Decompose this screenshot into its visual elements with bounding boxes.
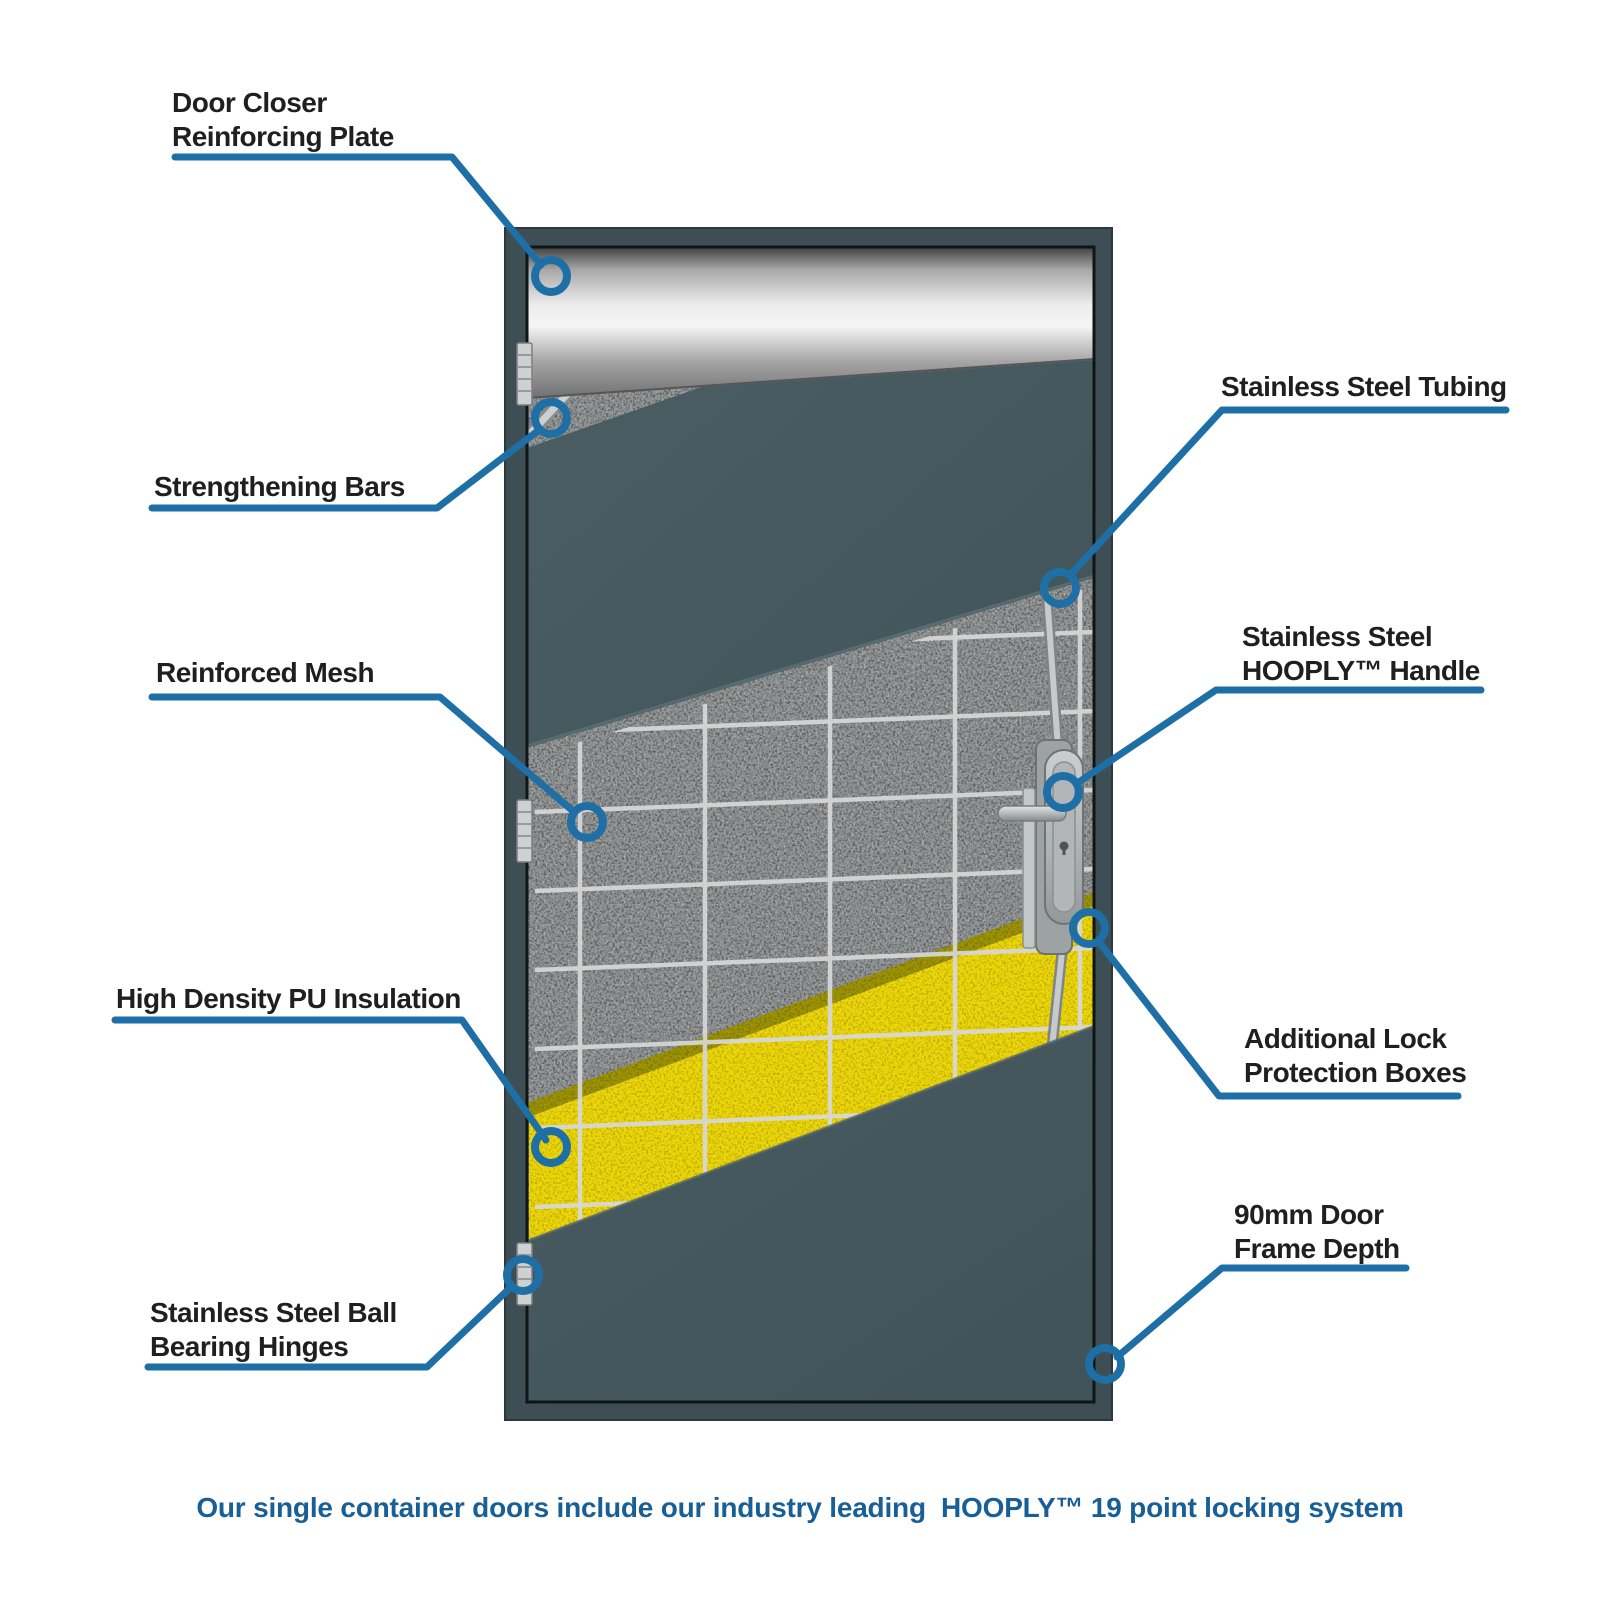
label-lock-boxes: Additional Lock Protection Boxes <box>1244 1022 1467 1090</box>
hinge-middle <box>516 799 533 863</box>
label-line: Stainless Steel Ball <box>150 1297 397 1328</box>
callout-marker-frame-depth <box>1085 1344 1125 1384</box>
label-line: Reinforced Mesh <box>156 657 375 688</box>
door-bottom-panel <box>527 1024 1094 1402</box>
callout-lines <box>111 153 1510 1371</box>
callout-marker-door-closer <box>531 256 571 296</box>
callout-marker-hinges <box>503 1255 543 1295</box>
label-handle: Stainless Steel HOOPLY™ Handle <box>1242 620 1480 688</box>
footer-caption: Our single container doors include our i… <box>196 1492 1404 1523</box>
door-leaf-cutaway <box>527 247 1094 1402</box>
callout-markers <box>503 256 1125 1384</box>
label-pu-insulation: High Density PU Insulation <box>116 982 461 1016</box>
hinge-top <box>516 342 533 406</box>
label-line: Additional Lock <box>1244 1023 1447 1054</box>
label-strengthening-bars: Strengthening Bars <box>154 470 405 504</box>
callout-line-hinges <box>144 1283 515 1371</box>
callout-line-handle <box>1072 686 1485 788</box>
label-tubing: Stainless Steel Tubing <box>1221 370 1507 404</box>
label-line: Door Closer <box>172 87 327 118</box>
callout-marker-handle <box>1043 772 1083 812</box>
callout-line-lock-boxes <box>1095 938 1462 1100</box>
door <box>504 227 1113 1421</box>
label-line: Stainless Steel <box>1242 621 1433 652</box>
handle-backplate-inner <box>1052 761 1076 913</box>
handle-lever <box>997 805 1067 822</box>
callout-line-tubing <box>1067 406 1510 578</box>
callout-line-frame-depth <box>1113 1264 1410 1361</box>
callout-marker-tubing <box>1040 568 1080 608</box>
label-line: 90mm Door <box>1234 1199 1384 1230</box>
label-frame-depth: 90mm Door Frame Depth <box>1234 1198 1400 1266</box>
lock-bar <box>1022 787 1036 949</box>
door-closer-reinforcing-plate <box>527 247 1094 399</box>
label-line: Protection Boxes <box>1244 1057 1467 1088</box>
label-line: Strengthening Bars <box>154 471 405 502</box>
callout-line-door-closer <box>171 153 545 269</box>
callout-line-strengthening-bars <box>148 426 543 512</box>
callout-marker-lock-boxes <box>1069 908 1109 948</box>
label-line: Stainless Steel Tubing <box>1221 371 1507 402</box>
label-line: High Density PU Insulation <box>116 983 461 1014</box>
label-line: Bearing Hinges <box>150 1331 349 1362</box>
label-reinforced-mesh: Reinforced Mesh <box>156 656 375 690</box>
label-hinges: Stainless Steel Ball Bearing Hinges <box>150 1296 397 1364</box>
hinge-bottom <box>516 1242 533 1306</box>
door-skin-band <box>527 250 1094 748</box>
callout-line-reinforced-mesh <box>148 693 578 816</box>
callout-line-pu-insulation <box>111 1016 550 1144</box>
label-line: HOOPLY™ Handle <box>1242 655 1480 686</box>
callout-marker-reinforced-mesh <box>567 802 607 842</box>
label-line: Reinforcing Plate <box>172 121 394 152</box>
label-door-closer: Door Closer Reinforcing Plate <box>172 86 394 154</box>
callout-marker-strengthening-bars <box>531 398 571 438</box>
label-line: Frame Depth <box>1234 1233 1400 1264</box>
callout-marker-pu-insulation <box>531 1127 571 1167</box>
